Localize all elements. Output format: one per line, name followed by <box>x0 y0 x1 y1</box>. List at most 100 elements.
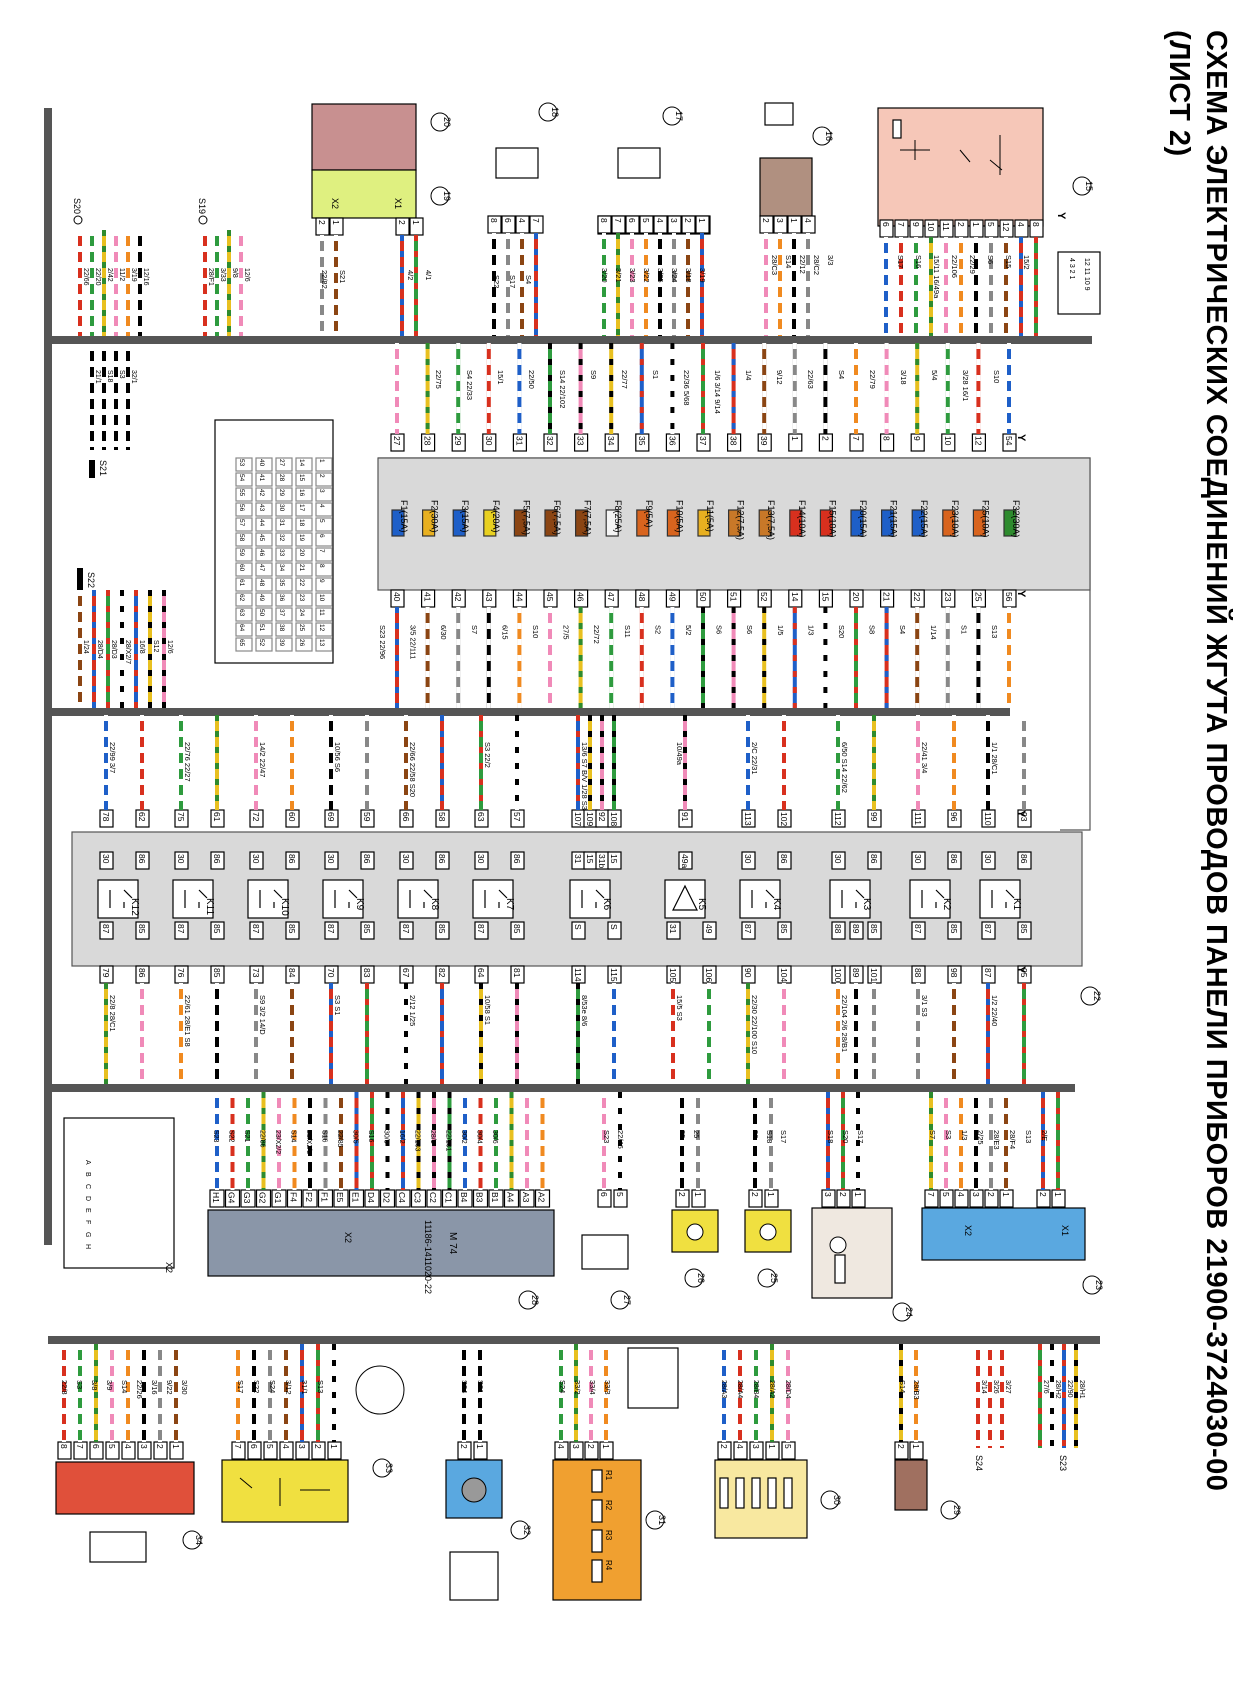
wire-code: 31/1 <box>300 1380 309 1395</box>
diagram-title: СХЕМА ЭЛЕКТРИЧЕСКИХ СОЕДИНЕНИЙ ЖГУТА ПРО… <box>1200 30 1232 1492</box>
connector-face-letter: E <box>84 1208 91 1213</box>
fuse-map-number: 53 <box>238 459 245 467</box>
wire-code: S20 <box>837 625 846 638</box>
relay-contact-pin <box>435 851 450 870</box>
component-30-number <box>820 1490 840 1510</box>
splice-label: S19 <box>197 198 207 214</box>
relay-name: K2 <box>941 898 952 911</box>
wire-code: S17 <box>508 275 517 288</box>
component-30-switch <box>735 1477 745 1509</box>
fuse-map-number: 13 <box>318 639 325 647</box>
relay-contact-pin <box>607 921 622 940</box>
component-number-label: 19 <box>442 191 452 201</box>
pin-number: 88 <box>833 924 843 934</box>
fuse-map-cell <box>275 607 293 622</box>
fuse-map-cell <box>275 502 293 517</box>
fuse-map-number: 11 <box>318 609 325 616</box>
wire-code: S6 <box>715 625 724 634</box>
wire-code: 26 <box>751 1130 760 1138</box>
wire-code: 23/X2/2 <box>274 1130 281 1154</box>
pin-number: 78 <box>101 812 111 822</box>
wire-code: 1/4 <box>744 370 753 380</box>
pin-number: 2 <box>459 1444 469 1449</box>
wire-code: 5/4 <box>930 370 939 380</box>
wire-code: 3/8 <box>90 1380 99 1390</box>
fuse-map-cell <box>255 457 273 472</box>
pin-number: 82 <box>437 968 447 978</box>
fuse-map-number: 3 <box>318 489 325 493</box>
fuse-map-cell <box>275 472 293 487</box>
fuse-map-number: 57 <box>238 519 245 527</box>
pin-number: 58 <box>437 812 447 822</box>
pin-number: 30 <box>326 854 336 864</box>
pin-number: 33 <box>576 436 586 446</box>
fuse-map-number: 1 <box>318 459 325 463</box>
wire-code: S24 <box>460 1380 469 1393</box>
fuse-map-number: 34 <box>278 564 285 572</box>
pin-number: 87 <box>326 924 336 934</box>
fuse-map-number: 26 <box>298 639 305 647</box>
pin-number: 93 <box>1019 812 1029 822</box>
wire-code: S2 <box>653 625 662 634</box>
fuse-map-number: 17 <box>298 504 305 512</box>
wire-code: S14 <box>290 1130 297 1143</box>
component-28-label: X2 <box>343 1232 353 1243</box>
wire-code: 30/5 <box>352 1130 359 1144</box>
wire-code: 23/X2/3 <box>305 1130 312 1154</box>
component-number-label: 34 <box>194 1535 204 1545</box>
pin-number: 1 <box>475 1444 485 1449</box>
component-33-number <box>372 1458 392 1478</box>
relay-contact-pin <box>947 921 962 940</box>
pin-number: B3 <box>475 1192 485 1203</box>
fuse-label: F1(15A) <box>399 500 409 533</box>
wire-code: S18 <box>106 370 113 383</box>
pin-number: S <box>573 924 583 930</box>
fuse-12 <box>666 509 681 537</box>
pin-number: 48 <box>637 592 647 602</box>
connector-32-face <box>449 1551 499 1601</box>
fuse-label: F7(7,5A) <box>583 500 593 535</box>
wire-code: S10 <box>992 370 1001 383</box>
pin-number: 31 <box>514 436 524 446</box>
wire-code: 28/H1 <box>1078 1380 1085 1399</box>
component-30-switch <box>783 1477 793 1509</box>
splice-label: S22 <box>86 572 96 588</box>
fuse-map-number: 16 <box>298 489 305 497</box>
pin-number: 86 <box>779 854 789 864</box>
wire-code: S14 <box>784 255 793 268</box>
fuse-label: F22(15A) <box>919 500 929 538</box>
pin-number: 87 <box>743 924 753 934</box>
pin-number: 2 <box>677 1192 687 1197</box>
pin-number: B4 <box>459 1192 469 1203</box>
pin-number: 29 <box>453 436 463 446</box>
wire-code: 28/A2 <box>768 1380 775 1398</box>
pin-number: G3 <box>242 1192 252 1204</box>
fuse-map-number: 15 <box>298 474 305 482</box>
fuse-map-cell <box>295 472 313 487</box>
component-number-label: 18 <box>550 107 560 117</box>
relay-contact-pin <box>947 851 962 870</box>
pin-number: G2 <box>258 1192 268 1204</box>
pin-number: 113 <box>743 812 753 826</box>
splice-label: S24 <box>974 1455 984 1471</box>
fuse-7 <box>819 509 834 537</box>
ground-symbol: Y <box>1015 434 1027 442</box>
wire-code: 3/24 <box>670 268 679 283</box>
pin-number: 30 <box>176 854 186 864</box>
component-30-switch <box>767 1477 777 1509</box>
pin-number: 72 <box>251 812 261 822</box>
fuse-16 <box>544 509 558 537</box>
wire-code: 22/50 <box>527 370 536 389</box>
ground-symbol: Y <box>1055 212 1067 220</box>
pin-number: 4 <box>803 218 813 223</box>
wire-code: 28/A4 <box>736 1380 743 1398</box>
pin-number: 1 <box>766 1192 776 1197</box>
pin-number: 87 <box>476 924 486 934</box>
relay-k12: K12 <box>97 879 140 919</box>
relay-k7: K7 <box>472 879 515 919</box>
fuse-18 <box>483 509 497 537</box>
fuse-map-number: 47 <box>258 564 265 572</box>
connector-face-letter: D <box>84 1196 91 1201</box>
pin-number: 61 <box>212 812 222 822</box>
pin-number: 2 <box>683 218 693 223</box>
